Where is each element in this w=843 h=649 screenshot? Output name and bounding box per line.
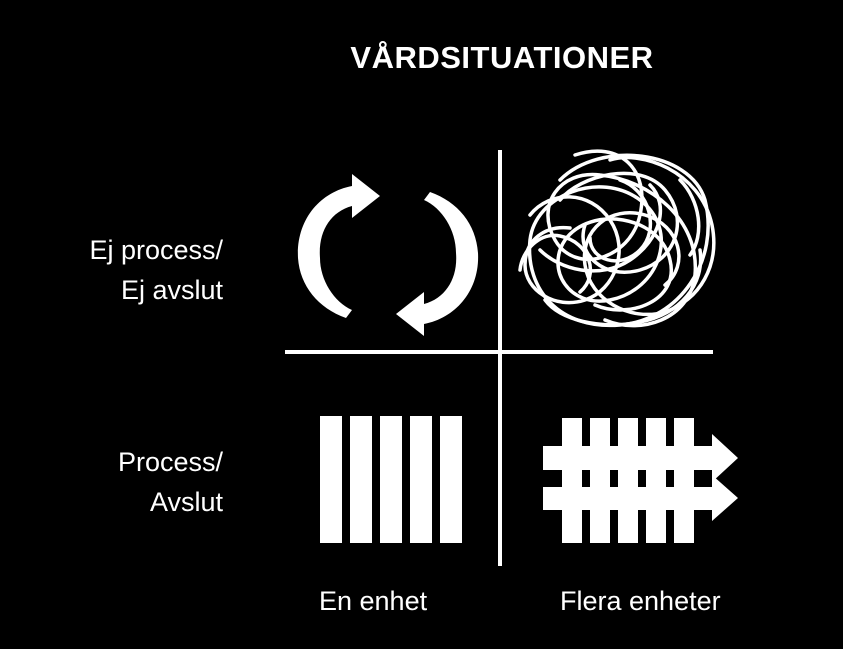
- row-label-bottom-line1: Process/: [117, 447, 223, 477]
- tangled-scribble-icon: [518, 149, 716, 328]
- row-label-top: Ej process/ Ej avslut: [89, 230, 223, 310]
- bars-with-arrows-icon: [543, 418, 738, 543]
- row-label-bottom-line2: Avslut: [149, 487, 223, 517]
- parallel-bars-icon: [320, 416, 462, 543]
- cycle-arrows-icon: [297, 174, 479, 336]
- row-label-top-line1: Ej process/: [89, 235, 223, 265]
- row-label-bottom: Process/ Avslut: [118, 442, 223, 522]
- column-label-right: Flera enheter: [560, 586, 721, 616]
- column-label-left: En enhet: [319, 586, 428, 616]
- diagram-title: VÅRDSITUATIONER: [350, 40, 654, 75]
- row-label-top-line2: Ej avslut: [120, 275, 223, 305]
